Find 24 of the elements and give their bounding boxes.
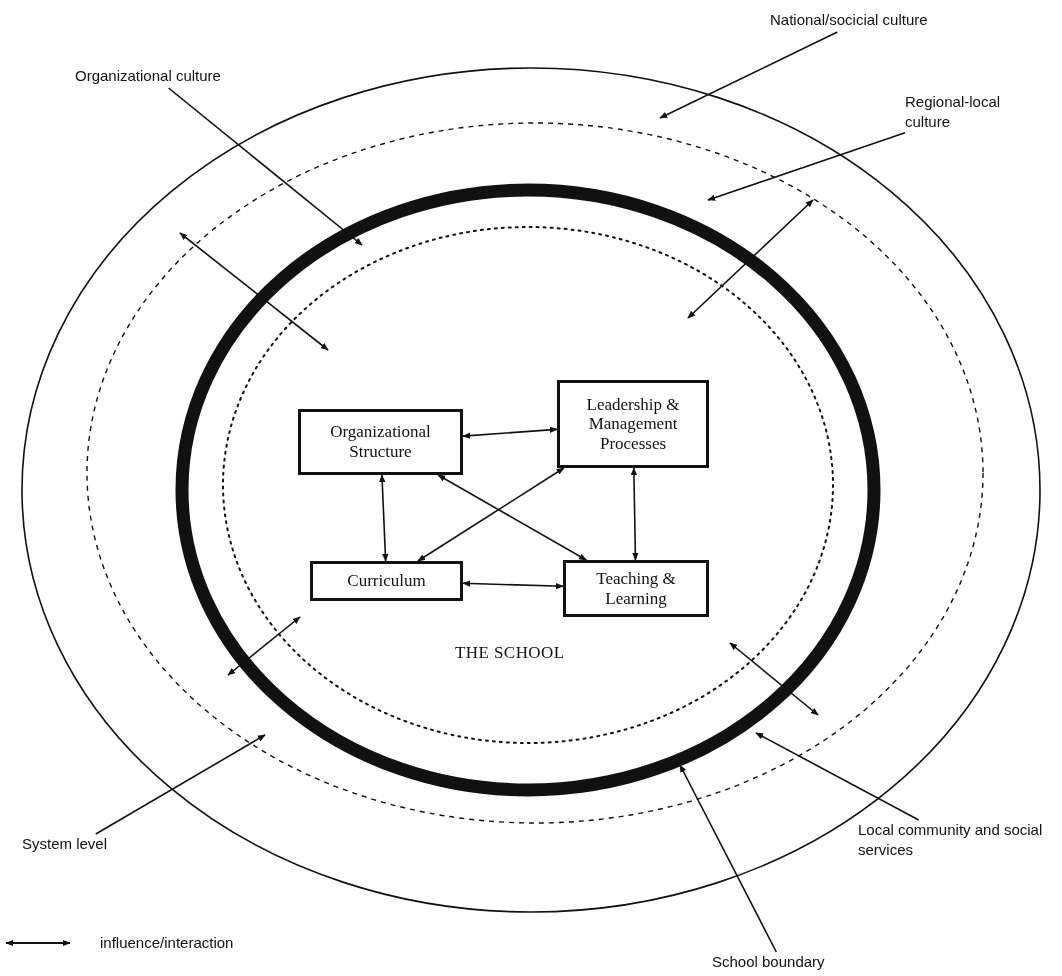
leader-arrow [167, 87, 363, 246]
process-box: Curriculum [310, 561, 463, 601]
leader-arrow [679, 764, 778, 953]
leader-arrow [755, 732, 920, 821]
callout-text: System level [22, 834, 132, 856]
double-arrow [437, 474, 588, 561]
callout-text: Organizational culture [75, 66, 235, 88]
double-arrow [379, 474, 389, 562]
callout-text: National/socicial culture [770, 10, 950, 32]
double-arrow [462, 580, 564, 590]
double-arrow [630, 467, 639, 561]
process-box: Organizational Structure [298, 409, 463, 475]
leader-arrow [707, 131, 906, 201]
region-label: THE SCHOOL [455, 642, 565, 664]
callout-text: School boundary [712, 952, 852, 974]
callout-text: Local community and social services [858, 820, 1058, 862]
process-box: Leadership & Management Processes [557, 380, 709, 468]
callout-text: Regional-local culture [905, 92, 1020, 134]
process-box: Teaching & Learning [563, 560, 709, 617]
double-arrow [462, 426, 558, 439]
leader-arrow [659, 31, 839, 119]
leader-arrow [95, 734, 266, 835]
double-arrow [417, 467, 565, 562]
legend-text: influence/interaction [100, 933, 234, 953]
